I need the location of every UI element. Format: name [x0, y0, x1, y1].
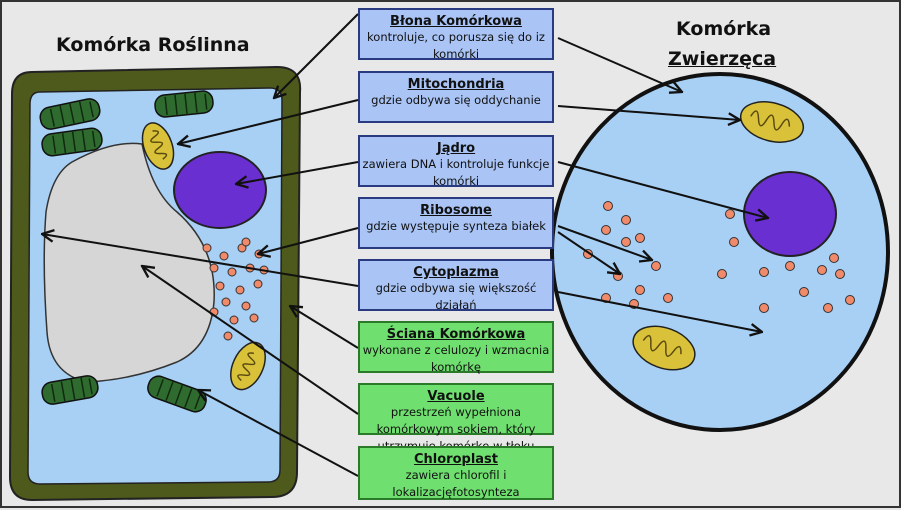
vacuole	[43, 142, 215, 383]
label-name: Ściana Komórkowa	[386, 327, 526, 342]
arrow-membrane-plant	[274, 13, 359, 98]
mitochondrion-icon	[230, 341, 266, 391]
arrow-ribosome-animal-2	[557, 231, 620, 274]
chloroplast-icon	[154, 90, 214, 118]
arrow-chloroplast-plant	[198, 390, 359, 477]
arrow-ribosome-plant	[258, 227, 359, 254]
arrow-vacuole-plant	[142, 266, 359, 415]
plant-cell-title: Komórka Roślinna	[56, 34, 250, 56]
arrow-nucleus-plant	[236, 161, 359, 184]
animal-ribosomes	[583, 201, 855, 313]
label-vacuole: Vacuole przestrzeń wypełniona komórkowym…	[358, 383, 554, 453]
label-name: Cytoplazma	[413, 265, 499, 280]
chloroplasts	[39, 90, 214, 413]
label-desc: gdzie odbywa się większość działań	[375, 281, 537, 312]
pointer-arrows	[42, 13, 768, 477]
chloroplast-icon	[147, 375, 207, 413]
animal-cell-membrane	[550, 72, 890, 432]
mitochondrion-icon	[141, 122, 175, 170]
label-name: Ribosome	[420, 203, 492, 218]
plant-cell	[8, 65, 302, 502]
animal-nucleus	[743, 171, 837, 257]
arrow-nucleus-animal	[557, 161, 768, 218]
animal-cell	[550, 72, 890, 432]
label-desc: gdzie odbywa się oddychanie	[371, 93, 541, 107]
chloroplast-icon	[39, 98, 101, 130]
label-name: Mitochondria	[407, 77, 505, 92]
arrow-cellwall-plant	[290, 306, 359, 349]
label-name: Chloroplast	[413, 452, 498, 467]
label-mitochondria: Mitochondria gdzie odbywa się oddychanie	[358, 71, 554, 123]
label-desc: wykonane z celulozy i wzmacnia komórkę	[362, 343, 550, 374]
label-desc: kontroluje, co porusza się do iz komórki	[367, 30, 545, 61]
label-name: Błona Komórkowa	[390, 14, 522, 29]
arrow-ribosome-animal-1	[557, 225, 652, 260]
label-desc: zawiera chlorofil i lokalizacjęfotosynte…	[392, 468, 520, 499]
plant-nucleus	[173, 151, 267, 229]
arrow-cytoplasm-plant	[42, 234, 359, 287]
label-cytoplasm: Cytoplazma gdzie odbywa się większość dz…	[358, 259, 554, 312]
label-nucleus: Jądro zawiera DNA i kontroluje funkcje k…	[358, 135, 554, 188]
label-cell-wall: Ściana Komórkowa wykonane z celulozy i w…	[358, 321, 554, 374]
label-name: Vacuole	[427, 389, 485, 404]
label-desc: gdzie występuje synteza białek	[366, 219, 546, 233]
label-chloroplast: Chloroplast zawiera chlorofil i lokaliza…	[358, 446, 554, 500]
label-name: Jądro	[436, 141, 476, 156]
arrow-membrane-animal	[557, 37, 682, 92]
chloroplast-icon	[41, 127, 103, 157]
animal-cell-title-line1: Komórka	[676, 18, 772, 40]
arrow-mitochondria-animal	[557, 105, 740, 120]
label-cell-membrane: Błona Komórkowa kontroluje, co porusza s…	[358, 8, 554, 61]
label-ribosome: Ribosome gdzie występuje synteza białek	[358, 197, 554, 249]
label-desc: zawiera DNA i kontroluje funkcje komórki	[362, 157, 550, 188]
animal-cell-title-line2: Zwierzęca	[668, 48, 777, 70]
arrow-cytoplasm-animal	[557, 291, 762, 332]
mitochondrion-icon	[632, 325, 696, 371]
chloroplast-icon	[41, 375, 99, 405]
arrow-mitochondria-plant	[178, 99, 359, 144]
